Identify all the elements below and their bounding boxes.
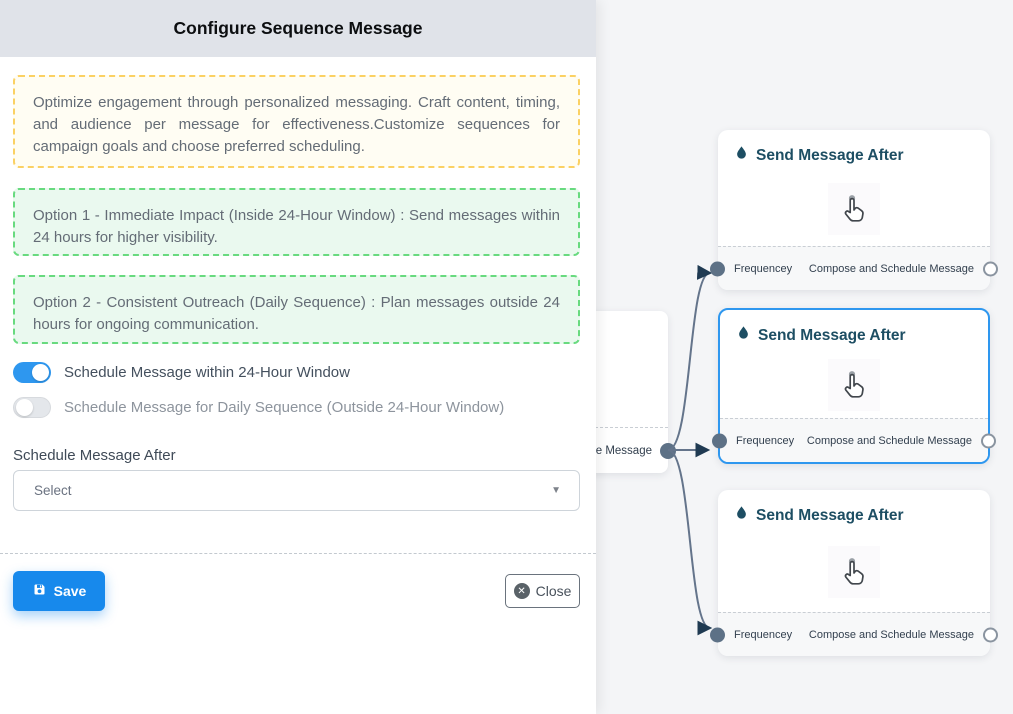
node-title: Send Message After: [758, 327, 906, 344]
tap-cursor-icon[interactable]: [828, 545, 880, 598]
compose-schedule-label[interactable]: Compose and Schedule Message: [808, 262, 974, 275]
toggle-within-24h[interactable]: [13, 362, 51, 383]
page-title: Configure Sequence Message: [173, 18, 423, 38]
info-note: Optimize engagement through personalized…: [13, 75, 580, 168]
schedule-after-select[interactable]: Select ▼: [13, 470, 580, 511]
frequency-label[interactable]: Frequencey: [734, 628, 793, 641]
toggle-daily-sequence-label: Schedule Message for Daily Sequence (Out…: [64, 399, 505, 416]
compose-schedule-label[interactable]: Compose and Schedule Message: [808, 628, 974, 641]
target-handle[interactable]: [712, 433, 727, 448]
option-1-note: Option 1 - Immediate Impact (Inside 24-H…: [13, 188, 580, 256]
close-button[interactable]: ✕ Close: [505, 574, 580, 608]
toggle-daily-sequence[interactable]: [13, 397, 51, 418]
output-handle[interactable]: [981, 433, 996, 448]
close-button-label: Close: [535, 583, 572, 599]
droplet-icon: [736, 325, 751, 347]
chevron-down-icon: ▼: [551, 485, 561, 496]
save-disk-icon: [32, 582, 47, 600]
droplet-icon: [734, 145, 749, 167]
node-title: Send Message After: [756, 147, 904, 164]
flow-node-send-message-3[interactable]: Send Message After Frequencey Compose an…: [710, 490, 998, 656]
tap-cursor-icon[interactable]: [828, 182, 880, 235]
select-value: Select: [34, 483, 72, 498]
frequency-label[interactable]: Frequencey: [734, 262, 793, 275]
target-handle[interactable]: [710, 261, 725, 276]
flow-node-send-message-1[interactable]: Send Message After Frequencey Compose an…: [710, 130, 998, 290]
configure-sequence-panel: Configure Sequence Message Optimize enga…: [0, 0, 596, 714]
parent-node-label: ce Message: [589, 444, 652, 457]
footer-divider: [0, 553, 596, 554]
frequency-label[interactable]: Frequencey: [736, 434, 795, 447]
compose-schedule-label[interactable]: Compose and Schedule Message: [806, 434, 972, 447]
toggle-within-24h-label: Schedule Message within 24-Hour Window: [64, 364, 350, 381]
output-handle[interactable]: [983, 627, 998, 642]
panel-header: Configure Sequence Message: [0, 0, 596, 57]
output-handle[interactable]: [983, 261, 998, 276]
node-title: Send Message After: [756, 507, 904, 524]
tap-cursor-icon[interactable]: [828, 358, 880, 411]
save-button-label: Save: [53, 583, 87, 599]
toggle-knob: [16, 399, 33, 416]
save-button[interactable]: Save: [13, 571, 105, 611]
schedule-after-label: Schedule Message After: [13, 447, 176, 464]
flow-node-send-message-2-selected[interactable]: Send Message After Frequencey Compose an…: [712, 308, 996, 464]
edge-to-node-1: [667, 265, 713, 451]
toggle-knob: [32, 364, 49, 381]
source-handle[interactable]: [660, 442, 676, 459]
target-handle[interactable]: [710, 627, 725, 642]
edge-to-node-3: [667, 449, 713, 636]
close-icon: ✕: [513, 583, 530, 599]
droplet-icon: [734, 505, 749, 527]
option-2-note: Option 2 - Consistent Outreach (Daily Se…: [13, 275, 580, 344]
